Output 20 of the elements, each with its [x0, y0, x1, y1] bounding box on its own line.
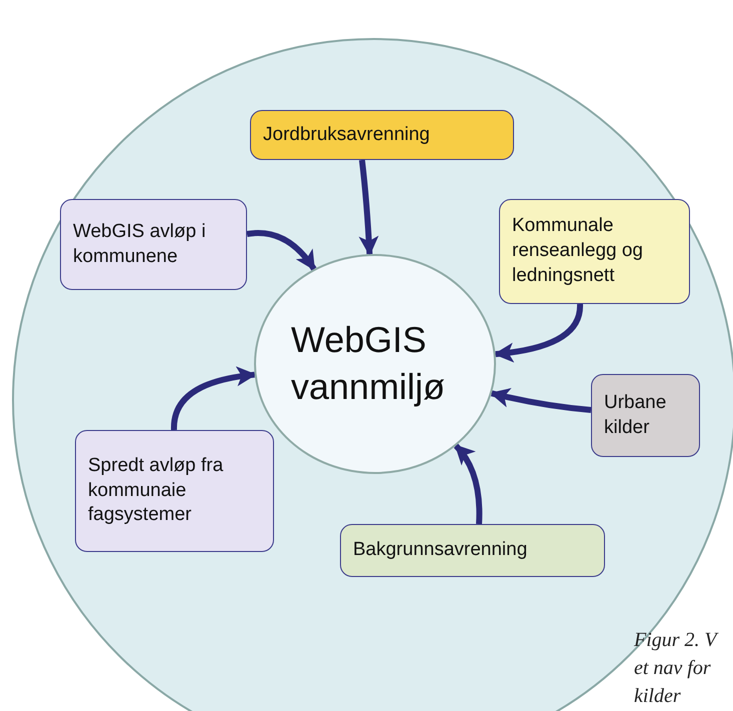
- source-box: [60, 199, 247, 290]
- arrow: [490, 388, 592, 413]
- arrow: [171, 366, 257, 430]
- figure-caption: Figur 2. V et nav for kilder: [634, 628, 720, 709]
- source-box: [250, 110, 514, 160]
- source-box: [591, 374, 700, 457]
- arrow: [358, 160, 379, 256]
- source-box: [75, 430, 274, 552]
- arrow: [494, 304, 583, 362]
- arrow: [246, 230, 316, 271]
- source-box: [340, 524, 605, 577]
- box-label: Kommunale renseanlegg og ledningsnett: [512, 214, 644, 288]
- arrow: [454, 444, 482, 524]
- source-box: [499, 199, 690, 304]
- box-label: Urbane kilder: [604, 390, 668, 440]
- box-label: Jordbruksavrenning: [263, 122, 430, 147]
- box-label: Spredt avløp fra kommunaie fagsystemer: [88, 454, 224, 528]
- box-label: Bakgrunnsavrenning: [353, 538, 528, 562]
- box-label: WebGIS avløp i kommunene: [73, 220, 206, 268]
- hub-title: WebGIS vannmiljø: [291, 318, 446, 409]
